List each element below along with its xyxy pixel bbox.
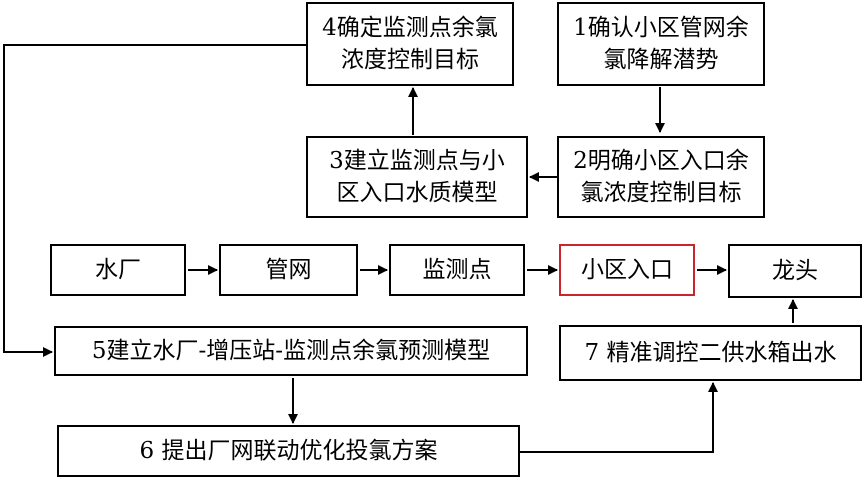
community-entrance-label: 小区入口 — [581, 257, 673, 283]
step4-box: 4确定监测点余氯 浓度控制目标 — [306, 2, 514, 86]
step2-label: 2明确小区入口余 氯浓度控制目标 — [573, 148, 749, 206]
step3-label: 3建立监测点与小 区入口水质模型 — [329, 148, 505, 206]
water-plant-box: 水厂 — [50, 244, 186, 296]
step3-box: 3建立监测点与小 区入口水质模型 — [306, 136, 528, 218]
step5-box: 5建立水厂-增压站-监测点余氯预测模型 — [54, 326, 528, 376]
pipe-network-label: 管网 — [265, 257, 312, 283]
step7-label: 7 精准调控二供水箱出水 — [584, 340, 837, 366]
faucet-label: 龙头 — [772, 258, 818, 284]
step1-label: 1确认小区管网余 氯降解潜势 — [573, 15, 749, 73]
monitoring-point-label: 监测点 — [422, 257, 492, 283]
step6-label: 6 提出厂网联动优化投氯方案 — [139, 438, 438, 464]
step1-box: 1确认小区管网余 氯降解潜势 — [557, 2, 765, 86]
step2-box: 2明确小区入口余 氯浓度控制目标 — [557, 136, 765, 218]
arrow-step4-to-step5 — [3, 44, 306, 357]
monitoring-point-box: 监测点 — [389, 244, 525, 296]
arrow-step6-to-step7 — [520, 382, 718, 453]
faucet-box: 龙头 — [728, 244, 862, 298]
community-entrance-box: 小区入口 — [559, 244, 695, 296]
step6-box: 6 提出厂网联动优化投氯方案 — [57, 425, 520, 477]
pipe-network-box: 管网 — [219, 244, 358, 296]
step4-label: 4确定监测点余氯 浓度控制目标 — [322, 15, 498, 73]
step5-label: 5建立水厂-增压站-监测点余氯预测模型 — [91, 338, 491, 364]
step7-box: 7 精准调控二供水箱出水 — [559, 325, 862, 381]
water-plant-label: 水厂 — [95, 257, 141, 283]
